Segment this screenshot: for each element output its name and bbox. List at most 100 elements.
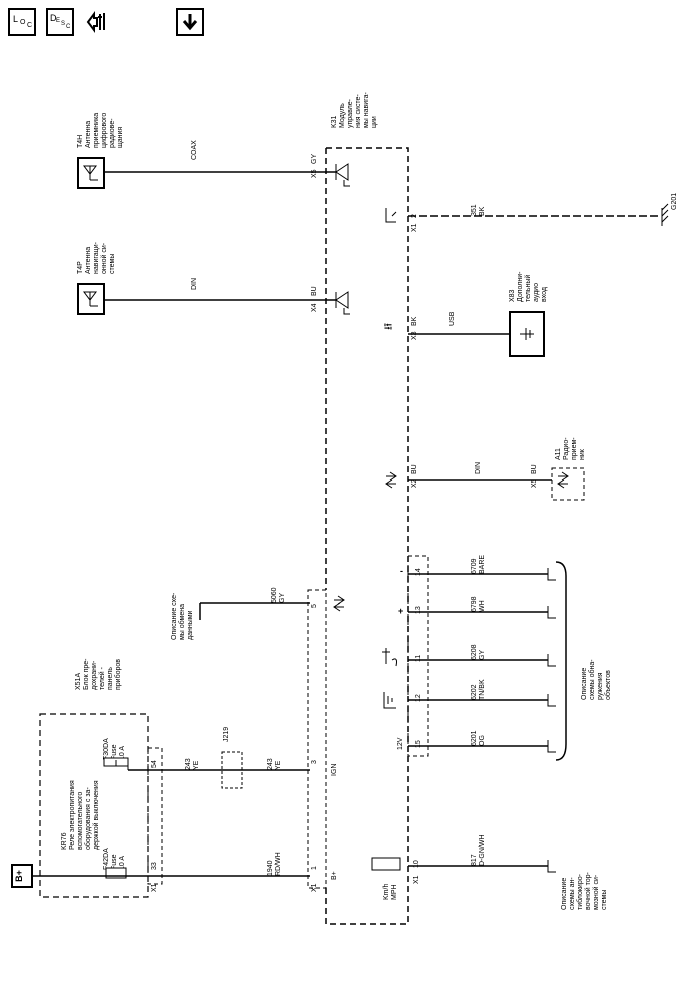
download-button[interactable]: [176, 8, 204, 36]
brake-desc-0: Описание: [561, 878, 568, 910]
antenna-t4p-icon: [83, 291, 98, 307]
wire-243-num-a: 243: [185, 758, 192, 770]
ground-id: G201: [671, 193, 678, 210]
fuse-block-x1: X1: [151, 883, 158, 892]
service-tools-icon: [86, 11, 105, 33]
minus-symbol: -: [400, 566, 403, 576]
object-desc: Описание схемы обна- ружения объектов: [581, 659, 612, 700]
k31-name-3: мы навига-: [363, 92, 370, 128]
wire-6709-color: BARE: [479, 555, 486, 574]
connector-terminals: [547, 568, 556, 753]
fuse-block-label: X51A Блок пре- дохрани- телей - панель п…: [75, 658, 122, 690]
loc-sub: O: [20, 19, 26, 26]
antenna-t4h-icon: [83, 165, 98, 181]
fuse-block-connector: [147, 747, 163, 885]
x4-label: X4: [311, 303, 318, 312]
k31-name-0: Модуль: [339, 103, 346, 128]
speed-num: 817: [471, 854, 478, 866]
obj-desc-3: объектов: [604, 670, 612, 700]
din-label: DIN: [191, 278, 198, 290]
ign-label: IGN: [331, 764, 338, 776]
wire-6709-num: 6709: [471, 558, 478, 574]
pin-1: 1: [311, 866, 318, 870]
x2-color: BU: [411, 464, 418, 474]
module-x1: X1: [311, 883, 318, 892]
brake-desc-3: вочной тор-: [584, 871, 592, 910]
x83-name-1: тельный: [524, 275, 532, 302]
wire-6201-num: 6201: [471, 730, 478, 746]
x83-name-3: вход: [541, 287, 548, 302]
fuse-block-box: [39, 713, 149, 898]
obj-desc-0: Описание: [581, 668, 588, 700]
ground-pin: 2: [411, 214, 418, 218]
t4p-name-0: Антенна: [85, 247, 92, 274]
module-connector-left: [307, 589, 327, 889]
fuse-block-name-1: дохрани-: [91, 660, 98, 690]
speed-pin: 10: [413, 860, 420, 868]
pin-11: 11: [415, 655, 422, 662]
fuse1-pin: 54: [151, 760, 158, 768]
pin-5: 5: [311, 604, 318, 608]
radio-box: [551, 467, 585, 501]
brake-desc-5: стемы: [601, 890, 608, 910]
fuse-block-name-4: приборов: [114, 659, 122, 690]
pin-3: 3: [311, 760, 318, 764]
a11-name-1: прием-: [571, 437, 578, 460]
object-detect-connector: [407, 555, 429, 757]
fuse1-rating: 10 A: [119, 746, 126, 760]
description-button[interactable]: D E S C: [46, 8, 74, 36]
relay-label: KR76 Реле электропитания вспомогательног…: [61, 780, 100, 850]
desc-sub2: S: [61, 21, 66, 27]
x2-label: DIN: [475, 462, 482, 474]
fuse2-pin: 33: [151, 862, 158, 870]
t4p-label: T4P Антенна навигаци- онной си- стемы: [77, 241, 116, 274]
wire-1940-color: RD/WH: [275, 852, 282, 876]
location-button[interactable]: L O C: [8, 8, 36, 36]
t4h-name-4: щания: [117, 127, 124, 148]
desc-sub3: C: [66, 24, 71, 30]
usb-icon-left: ⭿: [383, 323, 395, 330]
fuse2-rating: 10 A: [119, 856, 126, 870]
x83-id: X83: [509, 289, 516, 302]
brake-desc: Описание схемы ан- тиблокиро- вочной тор…: [561, 871, 608, 910]
brake-desc-2: тиблокиро-: [576, 873, 584, 910]
wire-6798-num: 6798: [471, 596, 478, 612]
bplus-pin-label: B+: [331, 871, 338, 880]
fuse-block-name-2: телей -: [98, 666, 106, 690]
wire-6208-num: 6208: [471, 644, 478, 660]
obj-desc-1: схемы обна-: [588, 659, 596, 700]
fuse2-type: Fuse: [111, 854, 118, 870]
service-tools-button[interactable]: [84, 8, 112, 36]
t4h-name-1: приемника: [93, 113, 100, 148]
fuse1-id: F30DA: [103, 738, 110, 760]
wire-243-color-b: YE: [275, 760, 282, 770]
t4p-name-3: стемы: [109, 254, 116, 274]
a11-name-2: ник: [579, 448, 586, 460]
ground-color: BK: [479, 206, 486, 216]
speed-color: D-GN/WH: [479, 835, 486, 867]
wire-6798-color: WH: [479, 600, 486, 612]
power-switch-icon: [382, 648, 397, 667]
data-desc-1: мы обмена: [178, 604, 186, 640]
t4p-id: T4P: [77, 261, 84, 274]
toolbar: L O C D E S C: [6, 4, 306, 40]
t4h-label: T4H Антенна приемника цифрового радиове-…: [77, 113, 124, 148]
k31-name-2: ния систе-: [355, 94, 362, 128]
speed-conn: X1: [413, 875, 420, 884]
din-arrows-icon: [385, 471, 397, 489]
wire-243-num-b: 243: [267, 758, 274, 770]
t4h-name-3: радиове-: [109, 118, 116, 148]
brake-desc-4: мозной си-: [592, 874, 600, 910]
speed-sensor-icon: [371, 857, 401, 871]
gy-label: GY: [311, 154, 318, 164]
loc-sub2: C: [27, 22, 33, 29]
fuse-f30da-label: F30DA Fuse 10 A: [103, 738, 126, 760]
brake-desc-1: схемы ан-: [569, 877, 576, 910]
a11-id: A11: [555, 448, 562, 460]
a11-label: A11 Радио- прием- ник: [555, 437, 586, 460]
coax-connector-icon: [335, 163, 350, 187]
wire-6201-color: OG: [479, 735, 486, 746]
a11-name-0: Радио-: [563, 437, 570, 460]
usb-color: BK: [411, 316, 418, 326]
wire-5060-num: 5060: [271, 587, 278, 603]
